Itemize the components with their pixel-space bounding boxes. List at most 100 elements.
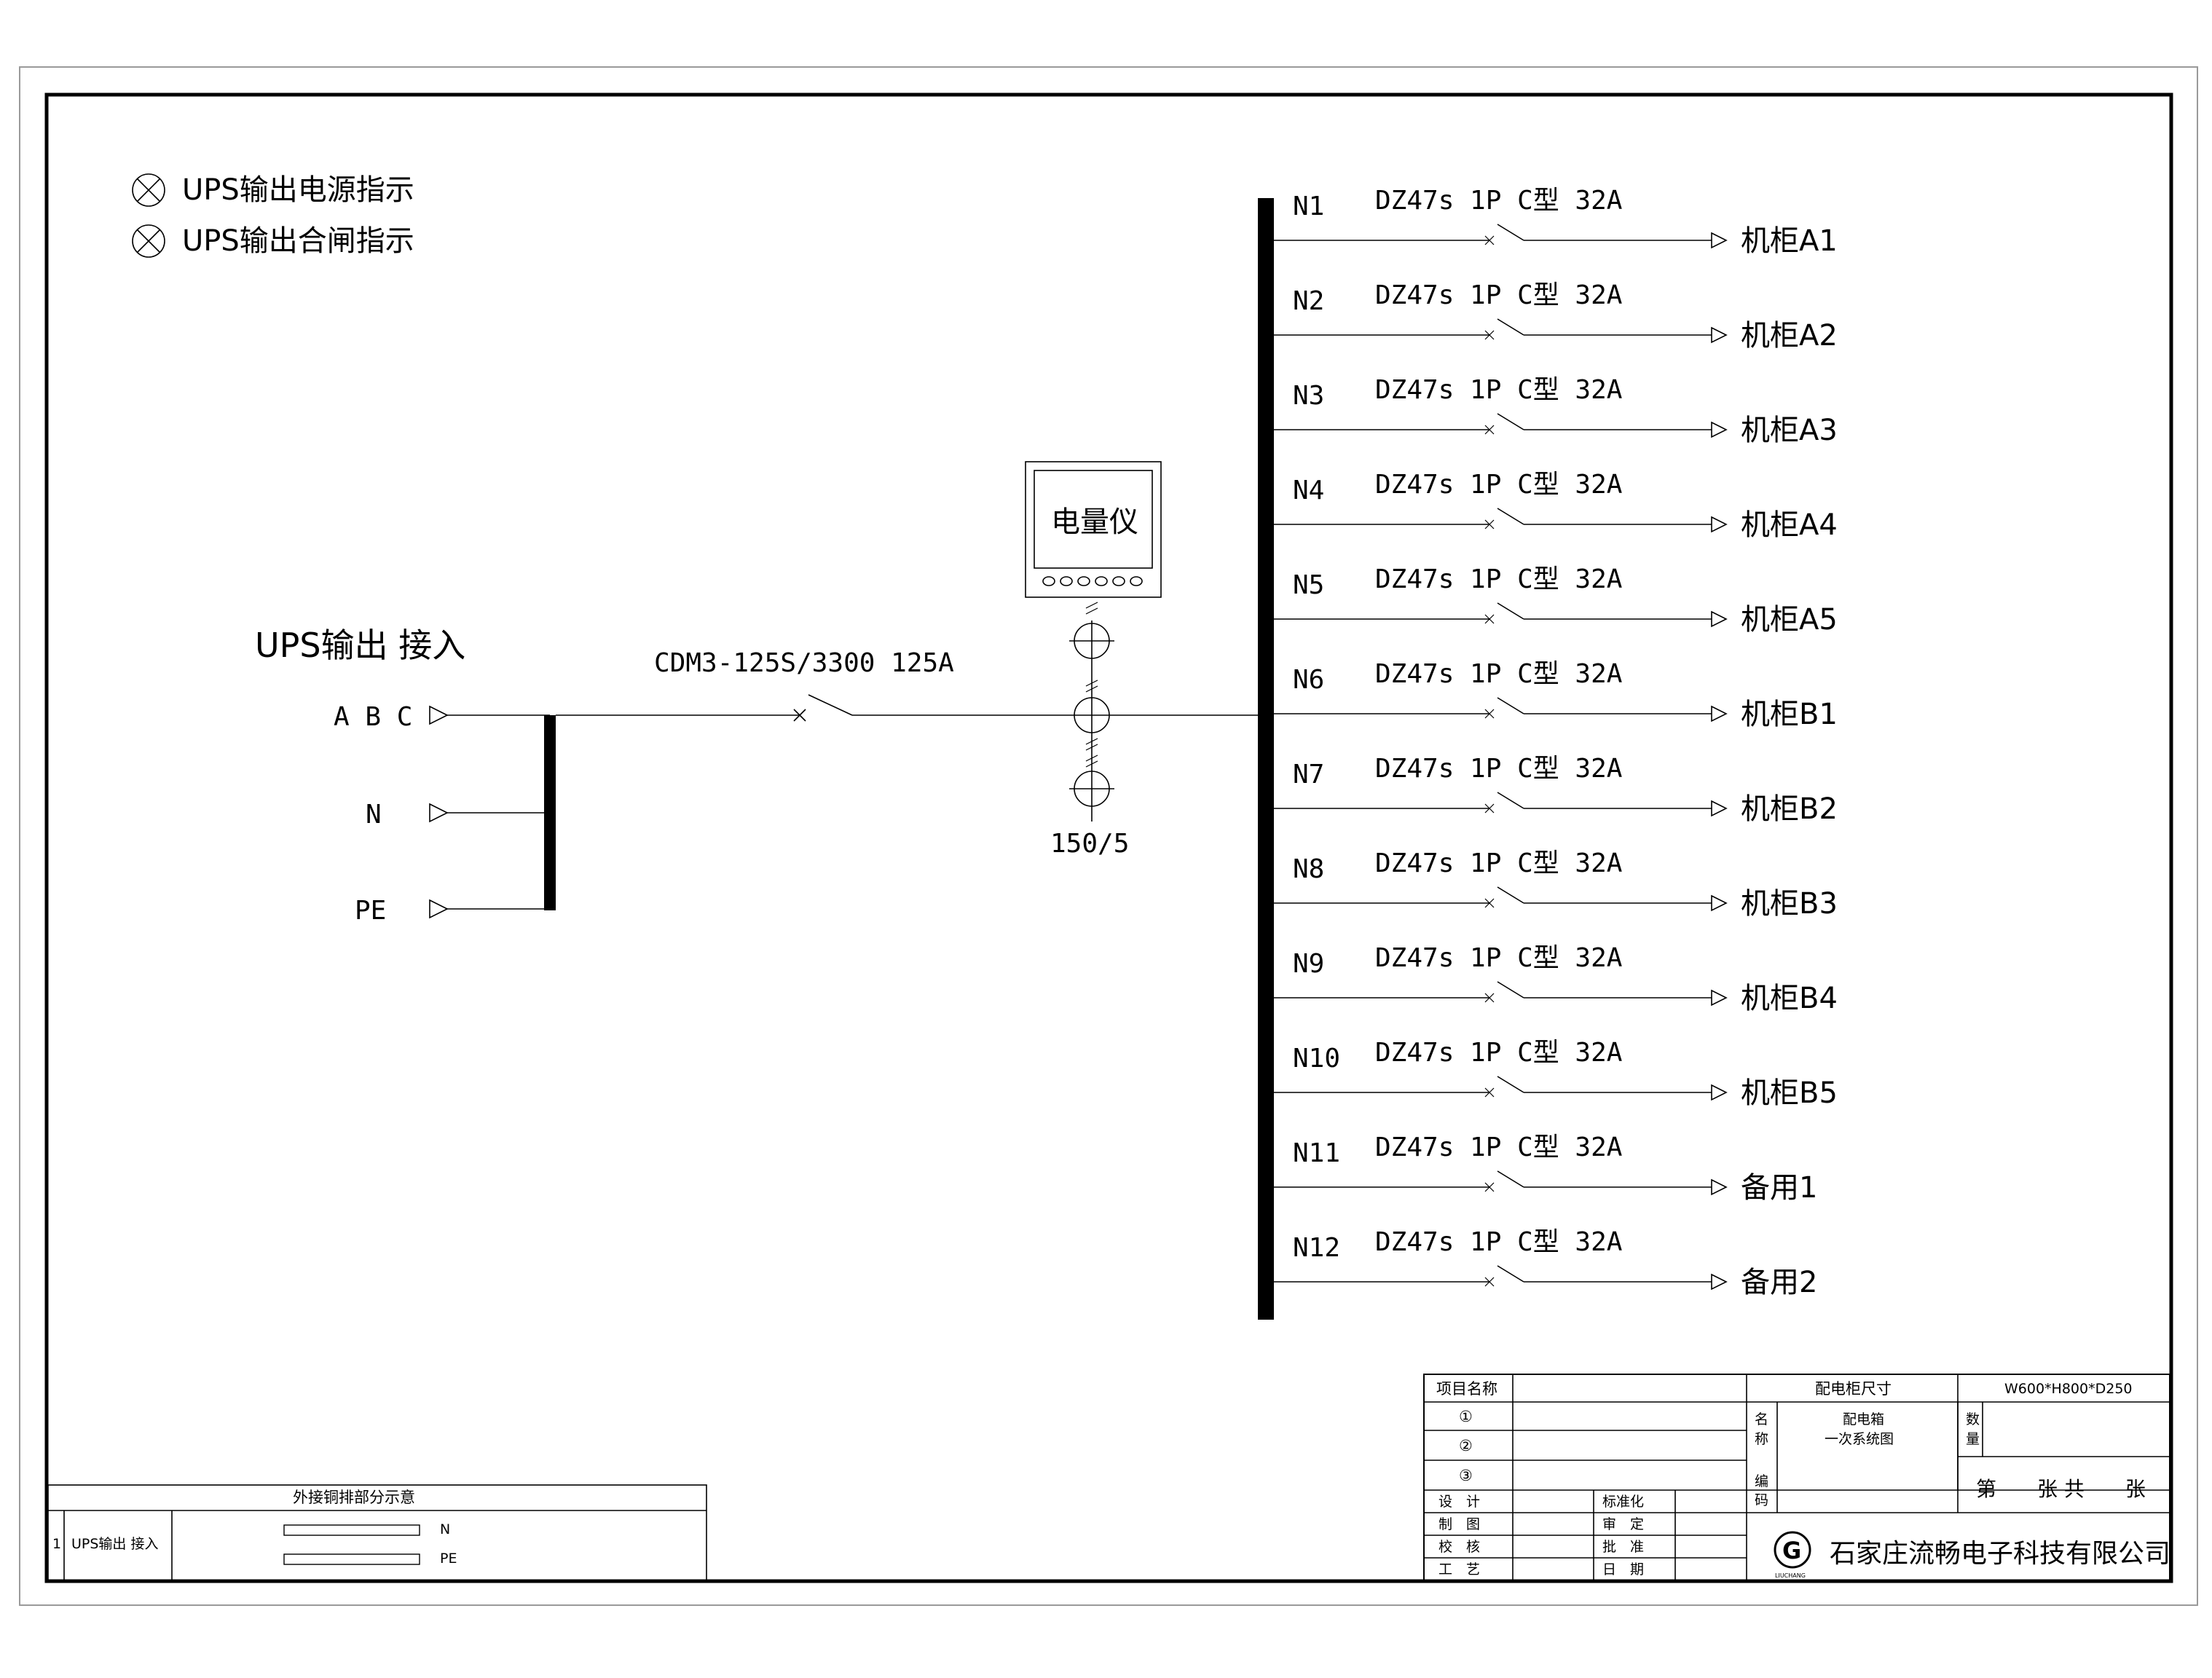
breaker-contact xyxy=(1497,1076,1524,1093)
branch-load: 机柜A2 xyxy=(1741,319,1838,352)
current-transformer-icon xyxy=(1069,755,1114,807)
role-label: 设 计 xyxy=(1438,1494,1480,1510)
approval-label: 标准化 xyxy=(1602,1494,1644,1510)
breaker-contact xyxy=(1497,792,1524,809)
role-label: 制 图 xyxy=(1438,1516,1480,1532)
branch-id: N10 xyxy=(1293,1044,1340,1074)
item-marker: ① xyxy=(1459,1408,1473,1425)
drawing-border xyxy=(44,92,2173,1583)
branch-breaker-spec: DZ47s 1P C型 32A xyxy=(1375,1038,1623,1068)
terminal-arrow-icon xyxy=(429,899,449,919)
breaker-cross-icon xyxy=(1484,519,1495,529)
branch-circuit: N10 DZ47s 1P C型 32A 机柜B5 xyxy=(1274,1038,1838,1110)
distribution-busbar xyxy=(1258,198,1274,1320)
outlet-arrow-icon xyxy=(1711,1178,1728,1196)
branch-breaker-spec: DZ47s 1P C型 32A xyxy=(1375,848,1623,878)
ct-ratio-label: 150/5 xyxy=(1050,829,1129,859)
breaker-contact xyxy=(1497,981,1524,998)
meter-label: 电量仪 xyxy=(1051,505,1138,539)
legend: UPS输出电源指示 UPS输出合闸指示 xyxy=(132,173,414,258)
breaker-cross-icon xyxy=(793,709,806,722)
terminal-arrow-icon xyxy=(429,803,449,823)
outlet-arrow-icon xyxy=(1711,705,1728,722)
copper-bar-label: PE xyxy=(440,1551,457,1567)
outlet-arrow-icon xyxy=(1711,1084,1728,1101)
role-label: 校 核 xyxy=(1438,1539,1480,1555)
sheet-count: 第 张 共 张 xyxy=(1976,1477,2146,1501)
breaker-contact xyxy=(1497,697,1524,714)
cabinet-size-value: W600*H800*D250 xyxy=(2004,1381,2133,1397)
approval-label: 批 准 xyxy=(1602,1539,1644,1555)
copper-bar xyxy=(283,1524,420,1536)
branch-load: 机柜B1 xyxy=(1741,698,1838,731)
outer-frame xyxy=(19,66,2198,1606)
drawing-name-line2: 一次系统图 xyxy=(1825,1431,1894,1447)
incoming-bus xyxy=(544,715,556,910)
outlet-arrow-icon xyxy=(1711,989,1728,1007)
breaker-contact xyxy=(1497,508,1524,525)
approval-label: 审 定 xyxy=(1602,1516,1644,1532)
breaker-contact xyxy=(1497,413,1524,430)
outlet-arrow-icon xyxy=(1711,1273,1728,1291)
breaker-contact xyxy=(1497,224,1524,241)
branch-circuit: N2 DZ47s 1P C型 32A 机柜A2 xyxy=(1274,280,1838,352)
branch-load: 机柜A4 xyxy=(1741,508,1838,542)
branch-load: 机柜B5 xyxy=(1741,1076,1838,1110)
branch-id: N5 xyxy=(1293,570,1324,600)
breaker-cross-icon xyxy=(1484,1277,1495,1287)
branch-load: 机柜B4 xyxy=(1741,982,1838,1015)
breaker-contact xyxy=(1497,886,1524,904)
item-marker: ③ xyxy=(1459,1467,1473,1484)
branch-id: N8 xyxy=(1293,854,1324,884)
logo-letter: G xyxy=(1782,1537,1801,1564)
branch-load: 机柜B3 xyxy=(1741,887,1838,921)
busbar-row-label: UPS输出 接入 xyxy=(71,1536,158,1552)
name-label: 名 xyxy=(1755,1411,1768,1427)
branch-id: N6 xyxy=(1293,665,1324,695)
main-feeder: CDM3-125S/3300 125A 150/5 电量仪 xyxy=(556,461,1267,859)
terminal-label: PE xyxy=(355,896,386,926)
current-transformer-icon xyxy=(1074,680,1110,751)
branch-load: 备用2 xyxy=(1741,1266,1817,1299)
branch-breaker-spec: DZ47s 1P C型 32A xyxy=(1375,186,1623,216)
branch-id: N4 xyxy=(1293,476,1324,505)
branch-load: 机柜A1 xyxy=(1741,224,1838,258)
terminal-label: A B C xyxy=(334,702,412,732)
copper-bar-label: N xyxy=(440,1521,450,1537)
terminal-arrow-icon xyxy=(429,705,449,725)
outlet-arrow-icon xyxy=(1711,894,1728,912)
lamp-icon xyxy=(132,173,165,207)
breaker-contact xyxy=(1497,1265,1524,1283)
outlet-arrow-icon xyxy=(1711,610,1728,628)
branch-load: 机柜A3 xyxy=(1741,414,1838,447)
breaker-cross-icon xyxy=(1484,709,1495,719)
branch-id: N2 xyxy=(1293,286,1324,316)
company-name: 石家庄流畅电子科技有限公司 xyxy=(1830,1539,2170,1569)
branch-breaker-spec: DZ47s 1P C型 32A xyxy=(1375,1133,1623,1162)
branch-breaker-spec: DZ47s 1P C型 32A xyxy=(1375,375,1623,405)
outlet-arrow-icon xyxy=(1711,421,1728,438)
branch-breaker-spec: DZ47s 1P C型 32A xyxy=(1375,280,1623,310)
lamp-icon xyxy=(132,224,165,258)
code-label: 码 xyxy=(1755,1492,1768,1508)
main-breaker-label: CDM3-125S/3300 125A xyxy=(654,648,954,678)
approval-label: 日 期 xyxy=(1602,1561,1644,1577)
item-marker: ② xyxy=(1459,1437,1473,1454)
power-meter: 电量仪 xyxy=(1025,461,1162,598)
breaker-cross-icon xyxy=(1484,993,1495,1003)
company-logo: G LIUCHANG xyxy=(1774,1531,1811,1579)
breaker-cross-icon xyxy=(1484,330,1495,340)
legend-label: UPS输出电源指示 xyxy=(182,173,414,207)
breaker-contact xyxy=(1497,602,1524,620)
breaker-contact xyxy=(808,694,853,716)
branch-breaker-spec: DZ47s 1P C型 32A xyxy=(1375,943,1623,973)
branch-breaker-spec: DZ47s 1P C型 32A xyxy=(1375,754,1623,784)
branch-id: N3 xyxy=(1293,381,1324,411)
breaker-cross-icon xyxy=(1484,614,1495,624)
branch-load: 机柜B2 xyxy=(1741,792,1838,826)
current-transformer-icon xyxy=(1069,602,1114,659)
breaker-cross-icon xyxy=(1484,425,1495,435)
